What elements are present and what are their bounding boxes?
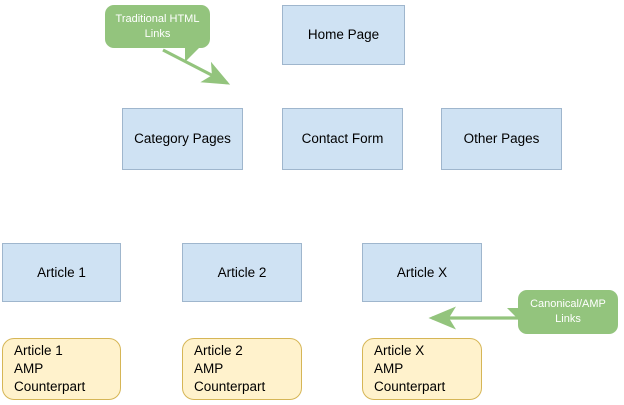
node-article-x-amp-counterpart-label: Article X AMP Counterpart [374,343,446,394]
node-article-1-label: Article 1 [37,264,86,280]
node-category-pages[interactable]: Category Pages [122,108,243,170]
node-other-pages[interactable]: Other Pages [441,108,562,170]
node-category-pages-label: Category Pages [134,131,231,147]
callout-canonical-amp-links: Canonical/AMP Links [518,290,618,334]
node-article-x-amp-counterpart[interactable]: Article X AMP Counterpart [362,338,482,400]
callout-traditional-html-links-label: Traditional HTML Links [115,12,200,40]
node-article-1-amp-counterpart[interactable]: Article 1 AMP Counterpart [2,338,121,400]
node-home-page[interactable]: Home Page [282,5,405,65]
node-home-page-label: Home Page [307,27,380,43]
node-article-2[interactable]: Article 2 [182,243,302,302]
node-article-2-label: Article 2 [217,264,267,280]
node-article-2-amp-counterpart[interactable]: Article 2 AMP Counterpart [182,338,302,400]
node-other-pages-label: Other Pages [463,131,540,147]
node-article-1-amp-counterpart-label: Article 1 AMP Counterpart [14,343,86,394]
node-article-1[interactable]: Article 1 [2,243,121,302]
node-contact-form[interactable]: Contact Form [282,108,403,170]
node-article-x-label: Article X [396,264,448,280]
callout-traditional-html-links: Traditional HTML Links [105,5,210,48]
callout-canonical-amp-links-label: Canonical/AMP Links [530,298,606,325]
callout-traditional-html-links-tail [185,46,201,62]
node-article-2-amp-counterpart-label: Article 2 AMP Counterpart [194,343,266,394]
node-article-x[interactable]: Article X [362,243,482,302]
node-contact-form-label: Contact Form [301,131,384,147]
